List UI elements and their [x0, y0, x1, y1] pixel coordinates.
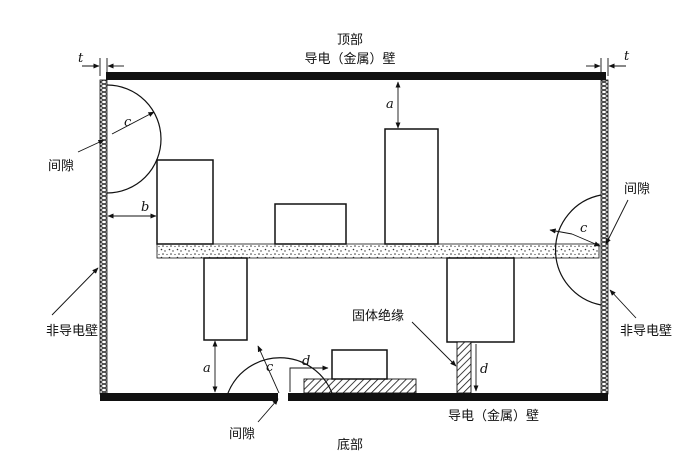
nonconductive-label-right-group: 非导电壁	[609, 289, 672, 339]
bottom-label: 底部	[337, 437, 363, 453]
solid-insulation-post	[456, 341, 472, 394]
logo-name: 盛鼎检测	[56, 17, 124, 38]
thickness-left: t	[78, 51, 124, 76]
pad-component	[331, 349, 388, 380]
nonconductive-label-left-group: 非导电壁	[46, 267, 99, 339]
logo-subtitle: SHENGDING TEST	[56, 37, 128, 45]
solid-insulation-label: 固体绝缘	[352, 308, 404, 324]
right-nonconductive-wall	[600, 79, 609, 395]
dimension-a-bottom: a	[203, 340, 218, 393]
d-right-label: d	[480, 362, 488, 377]
c-left-label: c	[124, 115, 132, 130]
component-bottom-right	[446, 257, 515, 343]
component-top-left	[156, 159, 214, 245]
dimension-a-top: a	[386, 81, 401, 129]
a-top-label: a	[386, 97, 394, 112]
top-conductive-wall	[106, 72, 606, 80]
component-bottom-left	[203, 257, 248, 341]
bottom-conductive-wall-left	[100, 393, 278, 401]
t-right-label: t	[624, 49, 630, 64]
b-label: b	[141, 200, 149, 215]
d-left-label: d	[302, 354, 310, 369]
logo: 盛鼎检测 SHENGDING TEST	[26, 17, 128, 45]
solid-insulation-label-group: 固体绝缘	[352, 308, 457, 367]
gap-label-right: 间隙	[624, 182, 650, 197]
gap-arc-right: c 间隙	[549, 182, 650, 306]
dimension-d-right: d	[473, 344, 488, 392]
circuit-board	[156, 243, 600, 259]
bottom-wall-label: 导电（金属）壁	[448, 408, 539, 424]
gap-arc-left: c 间隙	[48, 84, 162, 194]
logo-icon	[26, 18, 48, 43]
gap-label-bottom: 间隙	[229, 427, 255, 442]
component-top-right	[384, 128, 439, 245]
c-bottom-label: c	[266, 360, 274, 375]
top-wall-label: 导电（金属）壁	[304, 51, 395, 67]
dimension-b: b	[107, 200, 157, 219]
gap-arc-bottom: c 间隙	[227, 345, 333, 442]
bottom-conductive-wall-right	[288, 393, 608, 401]
c-right-label: c	[580, 221, 588, 236]
top-label: 顶部	[337, 33, 363, 48]
a-bottom-label: a	[203, 361, 211, 376]
left-nonconductive-wall	[99, 79, 108, 395]
thickness-right: t	[586, 49, 630, 76]
dimension-d-left: d	[289, 354, 329, 392]
nonconductive-label-left: 非导电壁	[46, 324, 98, 339]
t-left-label: t	[78, 51, 84, 66]
insulation-pad	[303, 378, 417, 394]
component-top-middle	[274, 203, 347, 245]
nonconductive-label-right: 非导电壁	[620, 324, 672, 339]
gap-label-left: 间隙	[48, 159, 74, 174]
